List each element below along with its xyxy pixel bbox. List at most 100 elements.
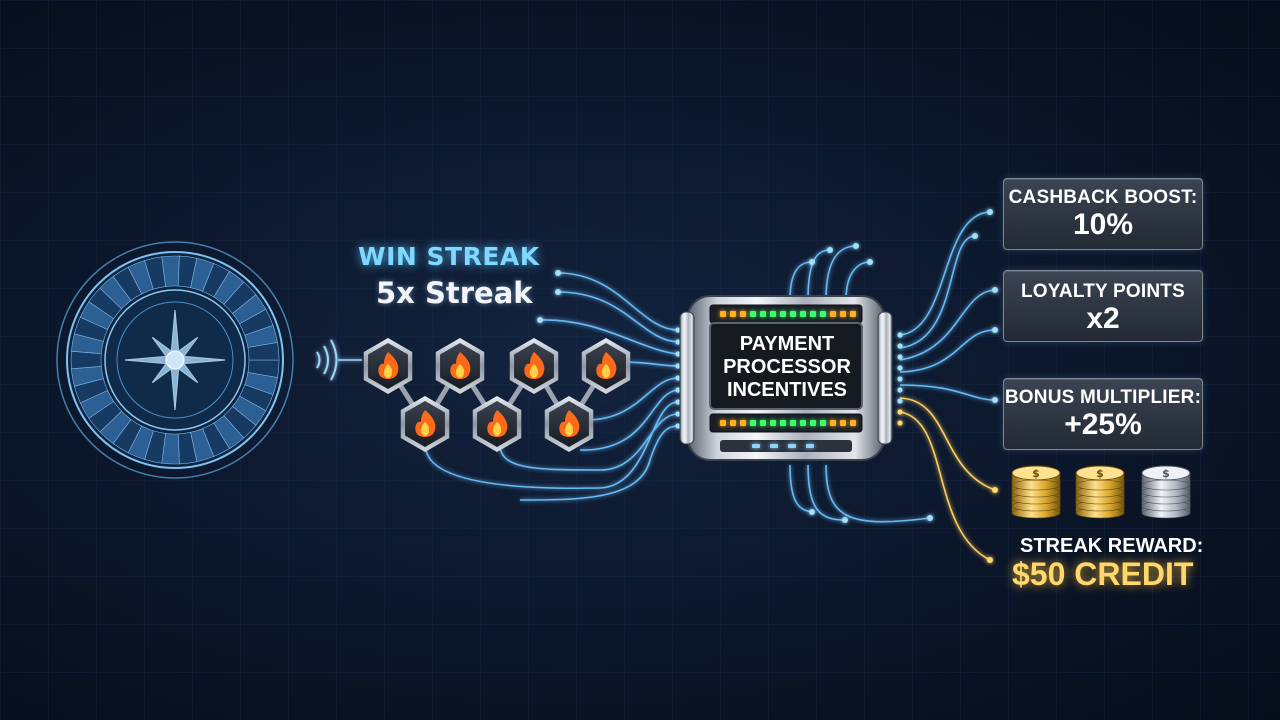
port-dot [675,363,681,369]
streak-reward-value: $50 CREDIT [1012,556,1194,592]
signal-waves-icon [316,339,362,381]
bonus-multiplier-card: BONUS MULTIPLIER: +25% [1003,378,1203,450]
bonus-multiplier-label: BONUS MULTIPLIER: [1004,387,1202,408]
roulette-wheel-icon [47,232,303,488]
led-light [830,420,836,426]
node-dot [972,233,978,239]
led-light [810,311,816,317]
connection-nodes [537,209,998,563]
led-light [730,420,736,426]
node-dot [987,557,993,563]
led-light [730,311,736,317]
loyalty-points-card: LOYALTY POINTS x2 [1003,270,1203,342]
dollar-coin-icon: $ [1162,467,1170,480]
port-dot [897,409,903,415]
led-light [740,311,746,317]
node-dot [555,289,561,295]
indicator-light [752,444,760,448]
led-light [780,420,786,426]
port-dot [675,327,681,333]
node-dot [853,243,859,249]
flame-badge [544,396,594,452]
dollar-coin-icon: $ [1096,467,1104,480]
flame-badge [581,338,631,394]
flame-icon [487,410,508,437]
cashback-boost-label: CASHBACK BOOST: [1008,187,1198,208]
led-light [810,420,816,426]
port-dot [897,376,903,382]
flame-icon [596,352,617,379]
led-light [800,311,806,317]
processor-label-line-2: PROCESSOR [723,356,851,378]
port-dot [897,354,903,360]
led-light [790,420,796,426]
flame-badge [400,396,450,452]
led-light [770,420,776,426]
port-dot [897,365,903,371]
node-dot [992,397,998,403]
connection-lines [425,211,996,523]
port-dot [897,420,903,426]
indicator-light [788,444,796,448]
led-light [790,311,796,317]
silver-coin-stack: $ [1141,465,1191,519]
led-light [800,420,806,426]
loyalty-points-value: x2 [1086,302,1120,335]
led-light [760,420,766,426]
processor-label-line-3: INCENTIVES [726,379,848,401]
win-streak-title: WIN STREAK [358,242,540,271]
port-dot [897,343,903,349]
processor-label-line-1: PAYMENT [739,333,835,355]
led-light [760,311,766,317]
flame-badge [435,338,485,394]
flame-badge [509,338,559,394]
win-streak-count: 5x Streak [376,276,533,310]
indicator-light [770,444,778,448]
node-dot [867,259,873,265]
led-light [750,311,756,317]
bonus-multiplier-value: +25% [1064,408,1142,441]
streak-badges [363,338,631,452]
led-light [840,311,846,317]
port-dot [675,411,681,417]
node-dot [927,515,933,521]
cashback-boost-card: CASHBACK BOOST: 10% [1003,178,1203,250]
led-light [740,420,746,426]
led-light [720,311,726,317]
port-dot [675,399,681,405]
node-dot [809,509,815,515]
led-light [850,311,856,317]
node-dot [992,487,998,493]
indicator-light [806,444,814,448]
port-dot [897,387,903,393]
port-dot [675,387,681,393]
node-dot [842,517,848,523]
loyalty-points-label: LOYALTY POINTS [1021,281,1185,302]
port-dot [675,375,681,381]
coin-stacks: $$$ [1011,465,1191,519]
port-dot [897,398,903,404]
led-light [820,420,826,426]
node-dot [809,259,815,265]
led-light [840,420,846,426]
node-dot [827,247,833,253]
port-dot [675,351,681,357]
flame-icon [559,410,580,437]
flame-icon [378,352,399,379]
flame-icon [450,352,471,379]
port-dot [675,423,681,429]
flame-icon [415,410,436,437]
flame-badge [363,338,413,394]
led-light [850,420,856,426]
flame-icon [524,352,545,379]
node-dot [987,209,993,215]
port-dot [897,332,903,338]
led-light [780,311,786,317]
led-light [750,420,756,426]
node-dot [537,317,543,323]
led-light [720,420,726,426]
reward-lines-gold [899,397,996,561]
payment-processor [679,295,893,461]
flame-badge [472,396,522,452]
